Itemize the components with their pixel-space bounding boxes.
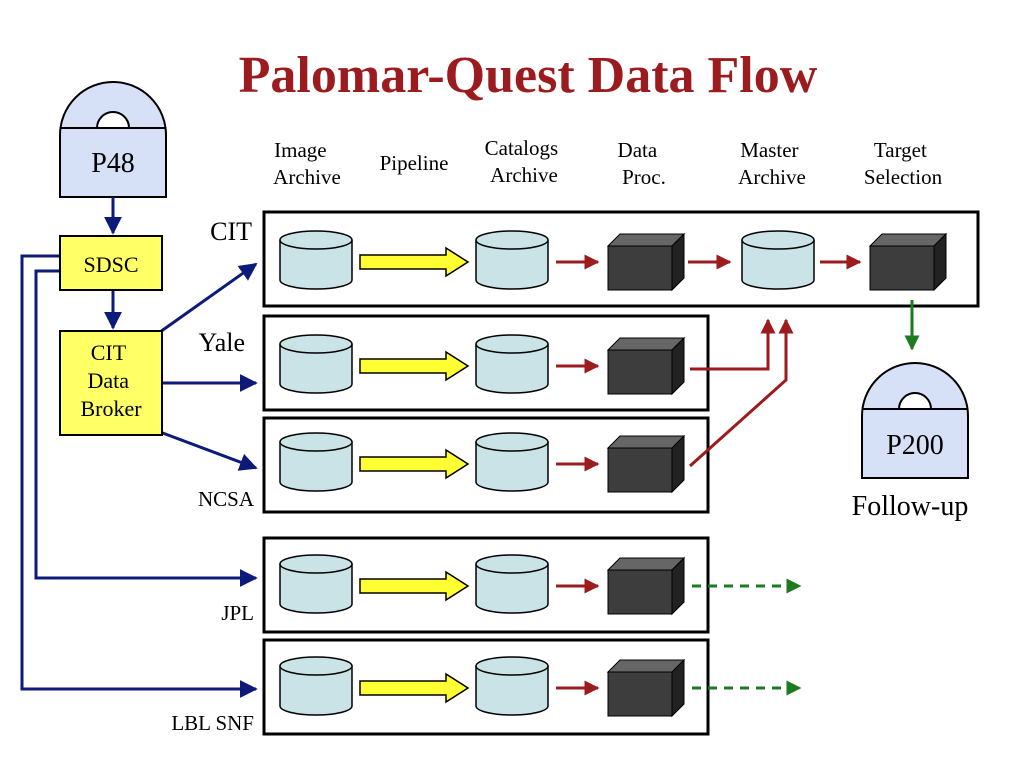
data-proc-cube [606, 658, 686, 718]
cit-data-broker-node: CIT Data Broker [59, 330, 163, 436]
pipeline-arrow [359, 350, 470, 382]
distribution-arrows [20, 197, 258, 698]
catalogs-archive-cylinder [475, 230, 549, 290]
p200-label: P200 [886, 430, 944, 461]
image-archive-cylinder [279, 230, 353, 290]
site-label-jpl: JPL [221, 601, 254, 625]
site-label-cit: CIT [210, 217, 252, 246]
site-row-yale [262, 314, 710, 412]
follow-up-label: Follow-up [852, 491, 969, 522]
p48-label: P48 [91, 148, 135, 179]
master-archive-cylinder [741, 230, 815, 290]
column-image-archive: Image Archive [273, 138, 341, 189]
cit-data-broker-label: CIT Data Broker [80, 340, 142, 421]
catalogs-archive-cylinder [475, 554, 549, 614]
column-master-archive: Master Archive [738, 138, 806, 189]
column-pipeline: Pipeline [380, 151, 449, 175]
image-archive-cylinder [279, 334, 353, 394]
site-rows [262, 210, 980, 736]
site-row-jpl [262, 536, 802, 634]
p48-telescope-icon: P48 [59, 81, 167, 198]
site-label-yale: Yale [199, 328, 245, 357]
data-proc-cube [606, 556, 686, 616]
ncsa-to-master-arrow [688, 318, 794, 468]
target-selection-cube [868, 232, 948, 292]
site-row-lbl-snf [262, 638, 802, 736]
column-catalogs-archive: Catalogs Archive [485, 136, 564, 187]
data-proc-cube [606, 434, 686, 494]
sdsc-node: SDSC [59, 235, 163, 291]
column-headers: Image Archive Pipeline Catalogs Archive … [273, 136, 942, 189]
catalogs-archive-cylinder [475, 432, 549, 492]
site-label-ncsa: NCSA [198, 487, 255, 511]
data-proc-cube [606, 336, 686, 396]
catalogs-archive-cylinder [475, 656, 549, 716]
site-row-ncsa [262, 416, 710, 514]
sdsc-label: SDSC [83, 252, 138, 277]
image-archive-cylinder [279, 432, 353, 492]
pipeline-arrow [359, 448, 470, 480]
master-archive-feeds [688, 318, 794, 468]
p200-telescope-icon: P200 [861, 362, 969, 479]
site-row-cit [262, 210, 980, 308]
pipeline-arrow [359, 570, 470, 602]
pipeline-arrow [359, 246, 470, 278]
column-data-proc: Data Proc. [618, 138, 666, 189]
yale-to-master-arrow [690, 318, 776, 371]
column-target-selection: Target Selection [864, 138, 943, 189]
image-archive-cylinder [279, 554, 353, 614]
pipeline-arrow [359, 672, 470, 704]
site-label-lbl-snf: LBL SNF [171, 711, 254, 735]
page-title: Palomar-Quest Data Flow [239, 47, 818, 104]
data-proc-cube [606, 232, 686, 292]
image-archive-cylinder [279, 656, 353, 716]
catalogs-archive-cylinder [475, 334, 549, 394]
